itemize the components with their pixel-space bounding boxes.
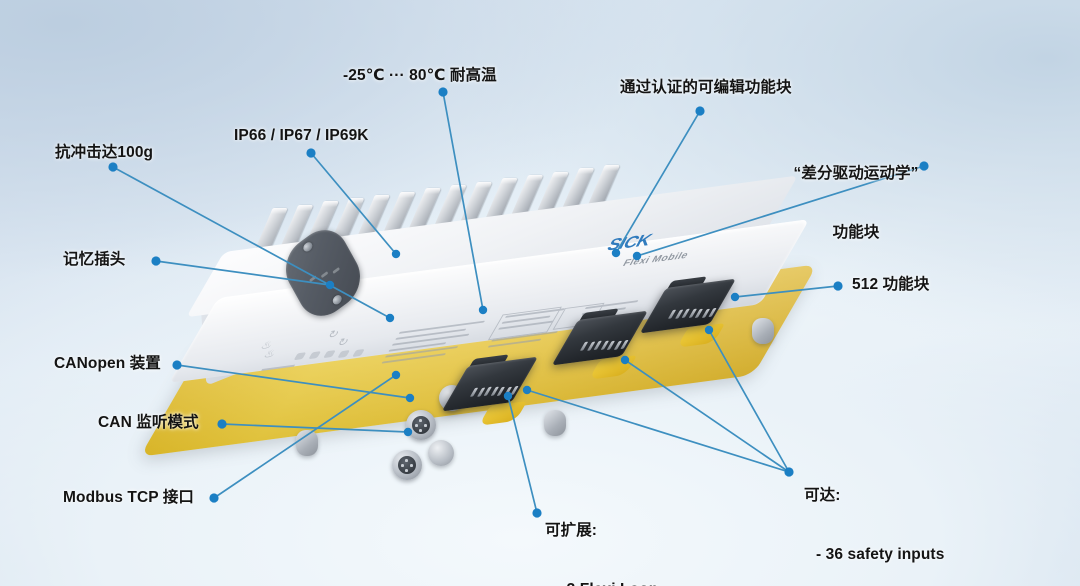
expandable-item-0: - 3 Flexi Loop [545,580,658,586]
callout-label-512-function-blocks: 512 功能块 [852,276,930,293]
callout-dot-expandable [532,508,542,518]
flexi-mobile-device: SICK Flexi Mobile ♨♨↻↻ [139,165,818,488]
leader-line-capacity-2 [708,329,790,473]
leader-line-function-blocks-512-0 [734,285,839,298]
anchor-dot-512-function-blocks [730,292,740,302]
m12-connector-modbus[interactable] [392,450,422,480]
m12-connector-canopen-socket [412,416,430,434]
pin [405,469,408,472]
pin [424,424,427,427]
leader-line-capacity-1 [624,359,790,473]
pin [401,464,404,467]
callout-dot-memory-plug [151,256,161,266]
mount-foot-left [296,430,318,456]
leader-line-modbus-tcp-0 [213,374,397,499]
callout-dot-can-listen-mode [217,419,227,429]
pin [419,419,422,422]
leader-line-canopen-device-0 [176,364,411,399]
anchor-dot-modbus-tcp [391,370,401,380]
callout-label-certified-function-blocks: 通过认证的可编辑功能块 [620,79,792,96]
callout-dot-ingress [306,148,316,158]
ddk-line-1: “差分驱动运动学” [793,164,919,182]
leader-line-temperature-0 [442,91,484,311]
mount-foot-mid [544,410,566,436]
anchor-dot-canopen-device [405,393,415,403]
callout-dot-capacity [784,467,794,477]
anchor-dot-expandable [503,391,513,401]
pin [419,429,422,432]
callout-dot-certified-function-blocks [695,106,705,116]
leader-line-differential-drive-kinematics-0 [636,165,925,257]
callout-label-ingress: IP66 / IP67 / IP69K [234,127,369,144]
anchor-dot-capacity-2 [620,355,630,365]
anchor-dot-temperature [478,305,488,315]
anchor-dot-can-listen-mode [403,427,413,437]
leader-line-certified-function-blocks-0 [615,110,701,254]
pin [410,464,413,467]
m12-connector-canopen[interactable] [406,410,436,440]
capacity-title: 可达: [804,486,841,504]
callout-label-differential-drive-kinematics: “差分驱动运动学” 功能块 [786,124,926,283]
anchor-dot-certified-function-blocks [611,248,621,258]
leader-line-ingress-0 [310,152,397,255]
callout-label-expandable: 可扩展: - 3 Flexi Loop [545,481,658,586]
m12-connector-modbus-socket [398,456,416,474]
pin [405,459,408,462]
leader-line-shock-0 [112,166,391,319]
anchor-dot-differential-drive-kinematics [632,251,642,261]
mount-foot-right [752,318,774,344]
callout-dot-function-blocks-512 [833,281,843,291]
callout-dot-shock [108,162,118,172]
capacity-item-0: - 36 safety inputs [816,546,945,564]
callout-label-memory-plug: 记忆插头 [63,251,126,268]
anchor-dot-capacity-1 [522,385,532,395]
callout-label-shock: 抗冲击达100g [55,144,154,161]
leader-line-can-listen-mode-0 [221,423,409,433]
anchor-dot-shock [385,313,395,323]
callout-dot-differential-drive-kinematics [919,161,929,171]
anchor-dot-capacity-3 [704,325,714,335]
anchor-dot-memory-plug [325,280,335,290]
ddk-line-2: 功能块 [832,224,880,242]
callout-dot-canopen-device [172,360,182,370]
leader-line-capacity-0 [526,389,790,473]
leader-line-expandable-0 [507,395,538,514]
callout-label-canopen-device: CANopen 装置 [54,355,161,372]
callout-label-modbus-tcp: Modbus TCP 接口 [63,489,195,506]
callout-label-temperature: -25℃ ··· 80℃ 耐高温 [343,67,497,84]
callout-label-capacity: 可达: - 36 safety inputs - 20 safety outpu… [804,446,1025,586]
pin [415,424,418,427]
callout-dot-temperature [438,87,448,97]
expandable-title: 可扩展: [545,521,598,539]
callout-dot-modbus-tcp [209,493,219,503]
m12-port-blank-2[interactable] [428,440,454,466]
leader-line-memory-plug-0 [155,260,331,286]
anchor-dot-ingress [391,249,401,259]
callout-label-can-listen-mode: CAN 监听模式 [98,414,199,431]
